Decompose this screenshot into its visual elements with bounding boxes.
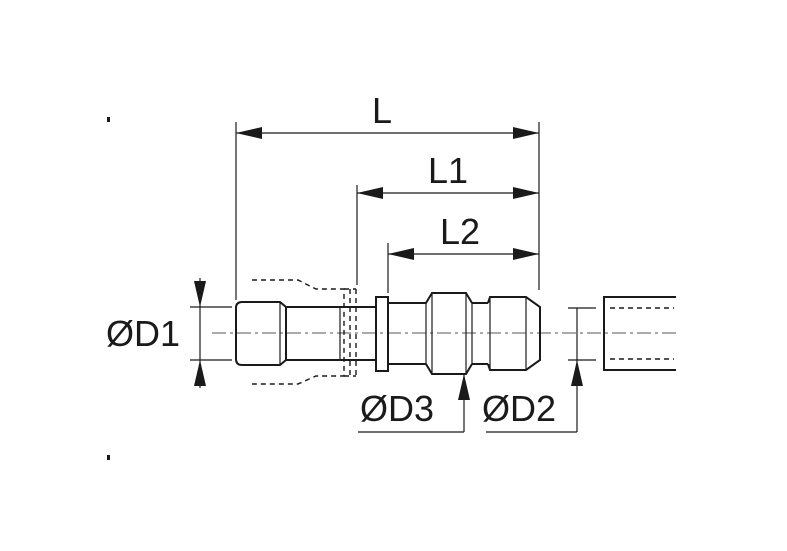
- corner-mark-top: [107, 117, 110, 122]
- dimension-d3-label: ØD3: [360, 388, 434, 429]
- dimension-d2-label: ØD2: [482, 388, 556, 429]
- dimension-l1-label: L1: [428, 150, 468, 191]
- hose: [603, 296, 676, 371]
- corner-mark-bottom: [107, 455, 110, 460]
- dimension-l2-label: L2: [440, 211, 480, 252]
- dimension-l2: L2: [387, 211, 539, 293]
- dimension-d2: ØD2: [482, 307, 596, 433]
- dimension-d3: ØD3: [358, 374, 470, 433]
- dimension-l1: L1: [356, 150, 539, 285]
- dimension-l: L: [235, 90, 540, 300]
- dimension-d1-label: ØD1: [106, 313, 180, 354]
- dimension-l-label: L: [372, 90, 392, 131]
- dimension-d1: ØD1: [106, 278, 232, 388]
- hose-fitting: [235, 279, 541, 385]
